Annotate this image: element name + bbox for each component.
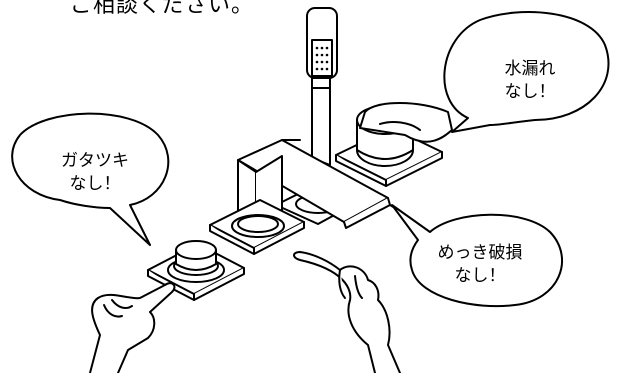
bubble-line: なし！ — [454, 266, 506, 286]
speech-bubble-plating — [391, 204, 564, 308]
speech-bubble-water-leak — [443, 11, 610, 133]
hand-shower — [306, 7, 338, 166]
bubble-text-plating: めっき破損 なし！ — [420, 242, 540, 288]
lever-handle — [359, 102, 453, 143]
bubble-text-water-leak: 水漏れ なし！ — [480, 58, 580, 104]
right-hand-icon — [293, 251, 401, 373]
left-hand-icon — [89, 282, 176, 373]
bubble-line: めっき破損 — [437, 243, 523, 263]
header-text: ご相談ください。 — [70, 0, 255, 18]
bubble-line: なし！ — [69, 174, 121, 194]
bubble-line: ガタツキ — [61, 151, 129, 171]
bubble-text-wobble: ガタツキ なし！ — [40, 150, 150, 196]
bubble-line: 水漏れ — [504, 59, 556, 79]
speech-bubble-wobble — [11, 112, 170, 246]
bubble-line: なし！ — [504, 82, 556, 102]
